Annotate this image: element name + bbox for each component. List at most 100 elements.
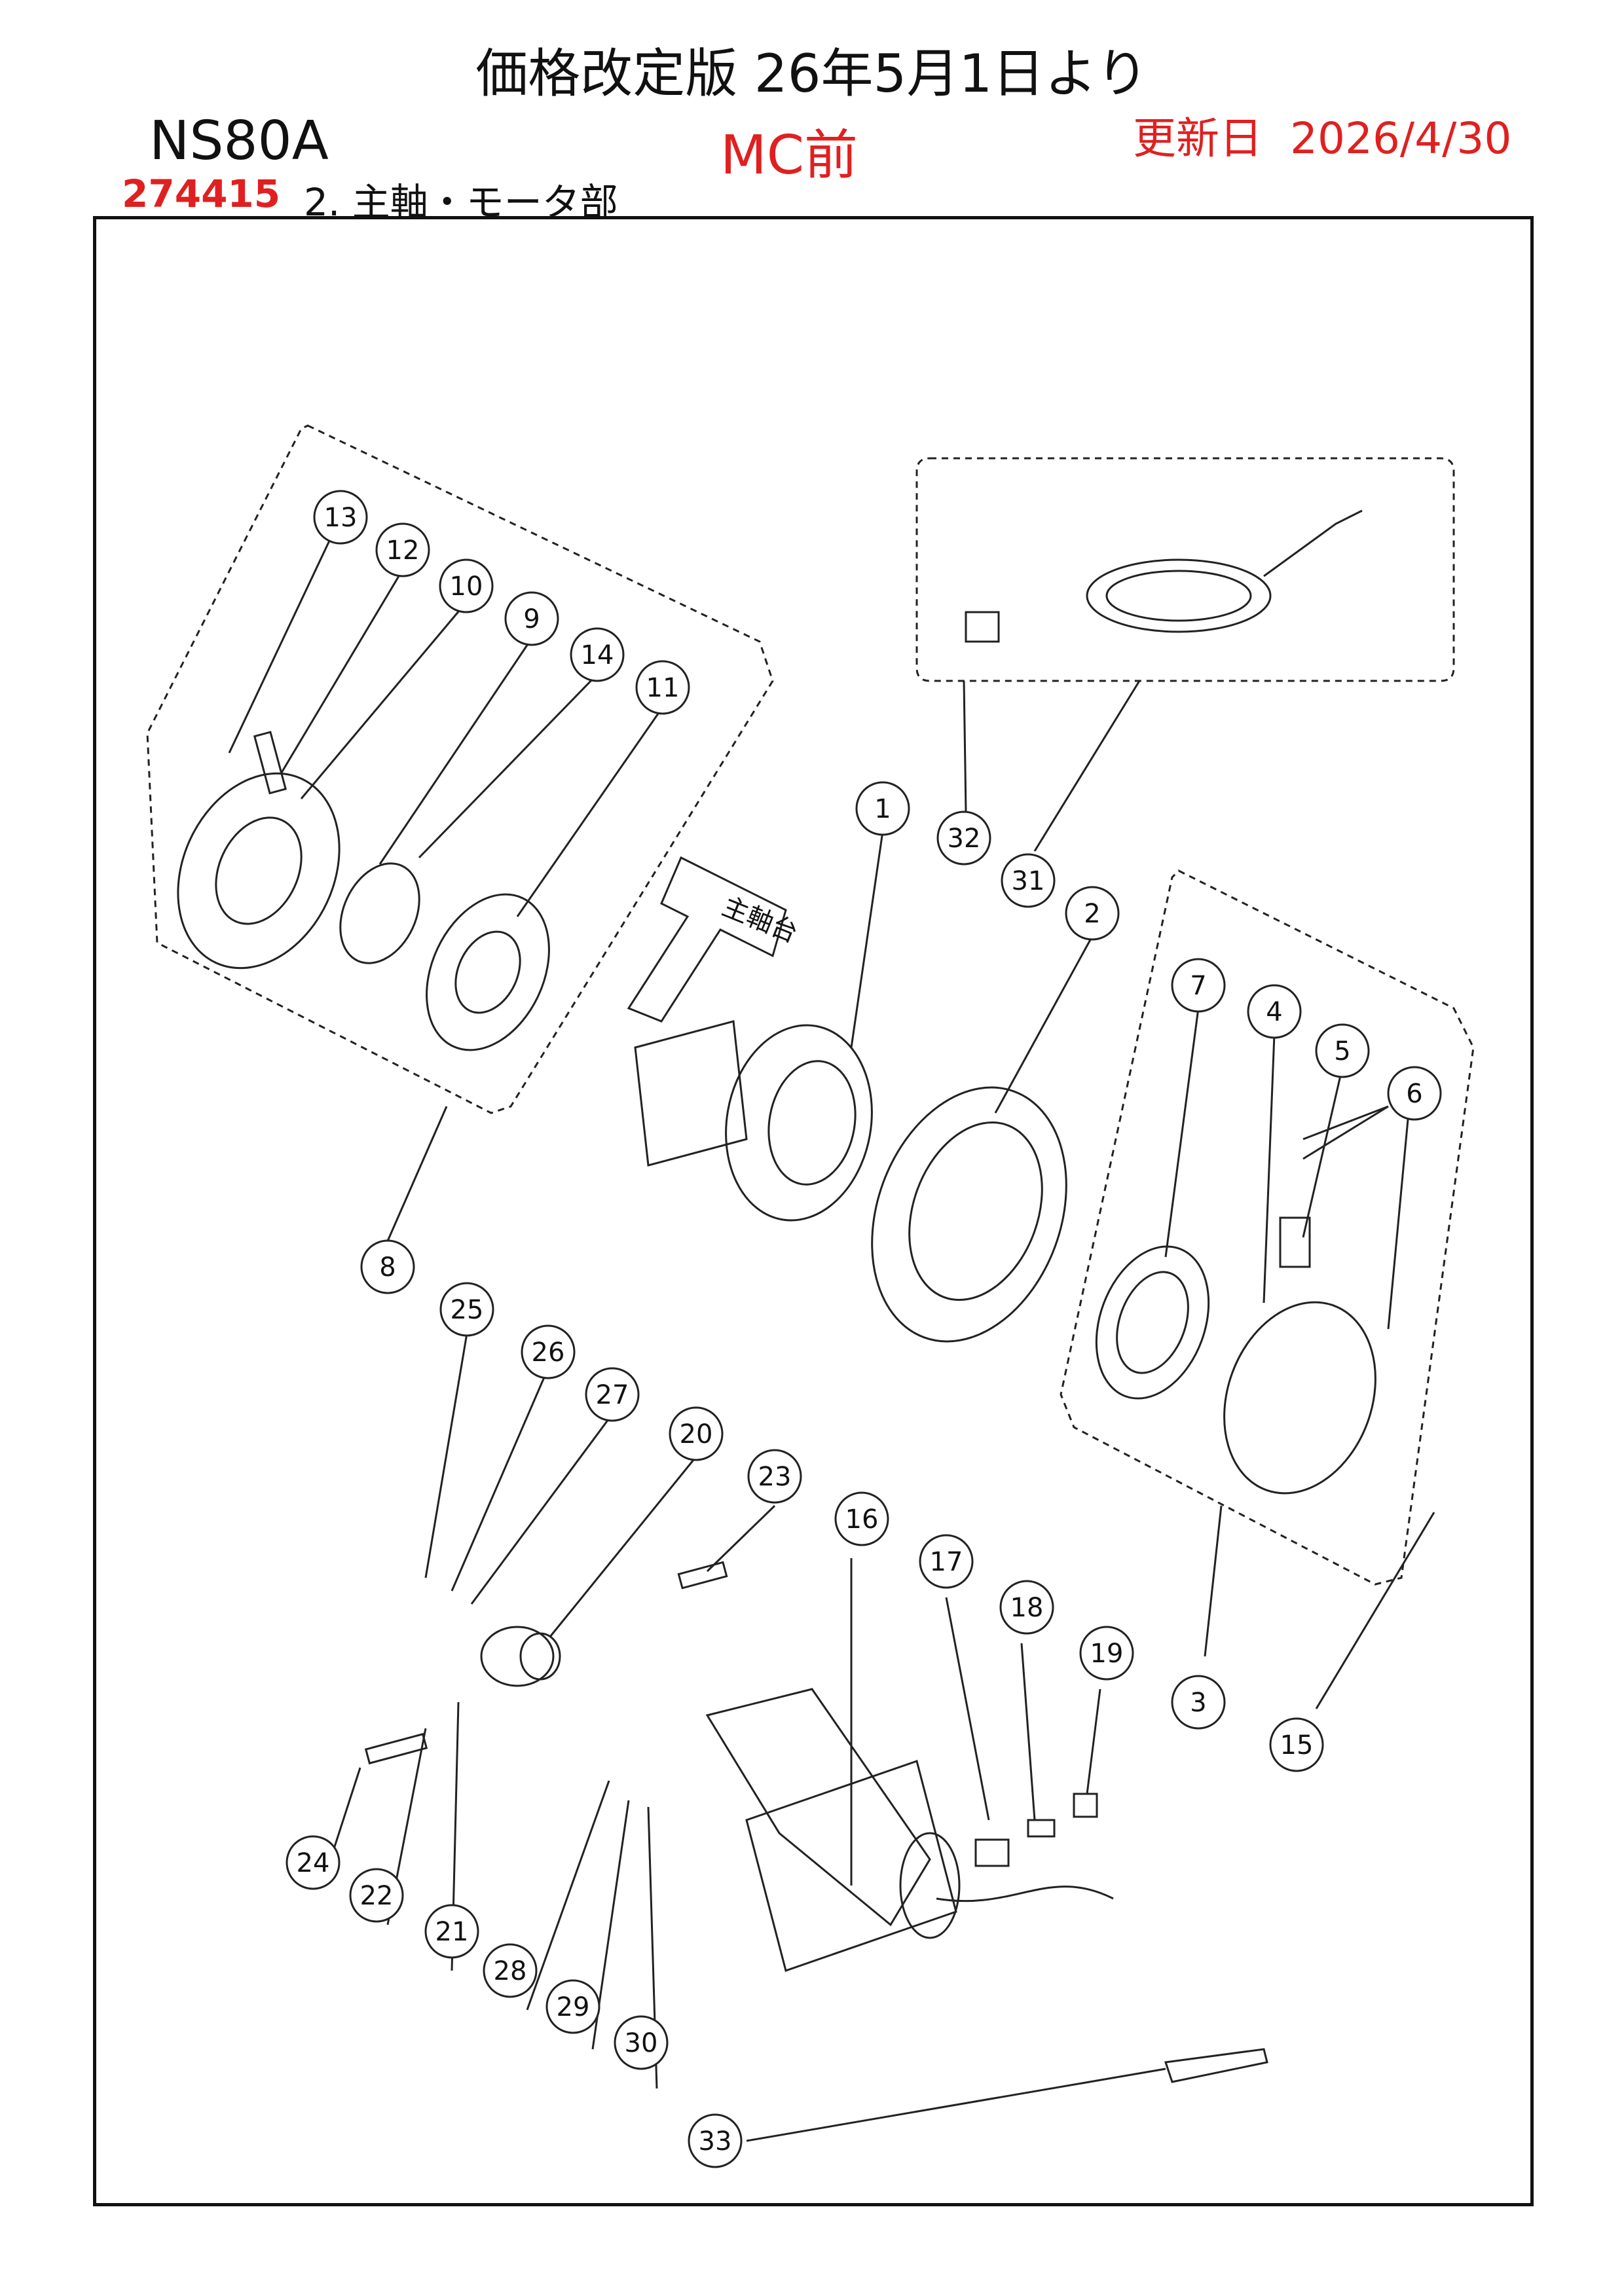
- callout-circle-30: [614, 2015, 669, 2070]
- leader-10: [300, 602, 468, 799]
- callout-number-23: 23: [758, 1462, 792, 1492]
- callout-number-33: 33: [699, 2126, 732, 2157]
- callout-number-9: 9: [523, 604, 540, 634]
- leader-5: [1302, 1066, 1344, 1238]
- callout-number-26: 26: [532, 1338, 565, 1368]
- brake-plate-bore: [215, 816, 303, 925]
- callout-circle-29: [545, 1979, 600, 2034]
- callout-number-12: 12: [386, 536, 420, 566]
- large-ring-inner: [908, 1121, 1043, 1302]
- brush: [1027, 1819, 1056, 1838]
- group-8-outline: [146, 424, 774, 1114]
- callout-circle-23: [747, 1449, 802, 1504]
- callout-number-21: 21: [435, 1917, 469, 1947]
- power-cord-coil: [1086, 558, 1272, 633]
- grommet-part: [1164, 2048, 1268, 2083]
- leader-19: [1086, 1688, 1101, 1795]
- callout-circle-18: [999, 1580, 1054, 1635]
- spindle-mount-label: 主軸台: [718, 892, 802, 949]
- switch-block: [480, 1626, 555, 1687]
- leader-6c: [1302, 1105, 1389, 1160]
- callout-number-22: 22: [360, 1881, 394, 1911]
- motor-leads: [936, 1886, 1114, 1903]
- spindle-mount-tag: [627, 856, 787, 1023]
- leader-14: [418, 673, 599, 859]
- callout-circle-28: [483, 1943, 538, 1998]
- callout-circle-32: [936, 811, 991, 866]
- leader-7: [1164, 1008, 1200, 1258]
- large-ring: [871, 1086, 1067, 1343]
- leader-12: [280, 569, 404, 773]
- callout-circle-7: [1171, 958, 1226, 1013]
- callout-circle-31: [1001, 853, 1056, 908]
- diagram-frame: [93, 216, 1534, 2206]
- model-name: NS80A: [149, 110, 329, 172]
- callout-circle-19: [1079, 1626, 1134, 1681]
- callout-circle-20: [669, 1406, 724, 1461]
- callout-number-7: 7: [1190, 971, 1206, 1001]
- callout-circle-15: [1269, 1717, 1324, 1772]
- switch-block-face: [519, 1632, 561, 1681]
- brake-plate: [177, 772, 341, 970]
- brush-holder: [974, 1838, 1010, 1867]
- callout-circle-14: [570, 627, 625, 682]
- leader-4: [1263, 1034, 1276, 1303]
- spindle-shaft: [634, 1020, 748, 1167]
- callout-circle-2: [1065, 886, 1120, 941]
- callout-circle-25: [439, 1282, 494, 1337]
- leader-11: [516, 706, 664, 917]
- leader-27: [470, 1413, 614, 1605]
- leader-17: [945, 1597, 990, 1821]
- group-3-outline: [1060, 869, 1475, 1586]
- callout-number-17: 17: [930, 1547, 963, 1577]
- ring-part: [339, 862, 420, 964]
- leader-1: [850, 831, 884, 1048]
- leader-8: [385, 1106, 448, 1245]
- main-gear: [725, 1024, 873, 1222]
- callout-circle-4: [1247, 984, 1302, 1039]
- leader-20: [549, 1456, 697, 1637]
- leader-23: [706, 1504, 776, 1573]
- leader-25: [424, 1325, 470, 1578]
- chuck-body: [1223, 1301, 1376, 1495]
- leader-32: [963, 680, 967, 812]
- leader-15: [1315, 1512, 1435, 1709]
- callout-number-1: 1: [874, 794, 891, 824]
- leader-3: [1204, 1505, 1223, 1657]
- leader-26: [451, 1368, 549, 1592]
- callout-number-27: 27: [596, 1380, 629, 1410]
- callout-circle-3: [1171, 1675, 1226, 1730]
- callout-number-24: 24: [297, 1848, 330, 1878]
- callout-number-20: 20: [680, 1419, 713, 1449]
- callout-circle-17: [919, 1534, 974, 1589]
- leader-18: [1020, 1643, 1036, 1821]
- gearbox-housing: [705, 1688, 931, 1927]
- clutch-disc: [426, 893, 550, 1051]
- callout-circle-1: [855, 781, 910, 836]
- updated-date: 更新日 2026/4/30: [1133, 103, 1511, 166]
- callout-circle-11: [635, 660, 690, 715]
- updated-label: 更新日: [1133, 113, 1263, 164]
- tube-part: [677, 1561, 728, 1590]
- main-gear-hub: [767, 1060, 857, 1186]
- clutch-disc-bore: [454, 930, 521, 1014]
- callout-circle-33: [688, 2113, 743, 2168]
- callout-markers: 1234567891011121314151617181920212223242…: [286, 490, 1442, 2168]
- callout-number-8: 8: [379, 1252, 396, 1283]
- callout-circle-27: [585, 1367, 640, 1422]
- leader-28: [526, 1780, 610, 2011]
- callout-number-25: 25: [451, 1295, 484, 1325]
- group-cord-outline: [915, 457, 1455, 682]
- chuck-ring-inner: [1116, 1271, 1189, 1374]
- callout-number-4: 4: [1266, 997, 1282, 1027]
- price-revision-notice: 価格改定版 26年5月1日より: [475, 43, 1149, 104]
- callout-circle-16: [834, 1491, 889, 1546]
- leader-13: [228, 517, 342, 754]
- callout-circle-12: [375, 522, 430, 577]
- callout-number-31: 31: [1012, 866, 1045, 896]
- callout-number-11: 11: [646, 673, 680, 703]
- callout-number-10: 10: [450, 572, 483, 602]
- motor-end-cap: [899, 1832, 961, 1939]
- callout-number-18: 18: [1010, 1593, 1044, 1623]
